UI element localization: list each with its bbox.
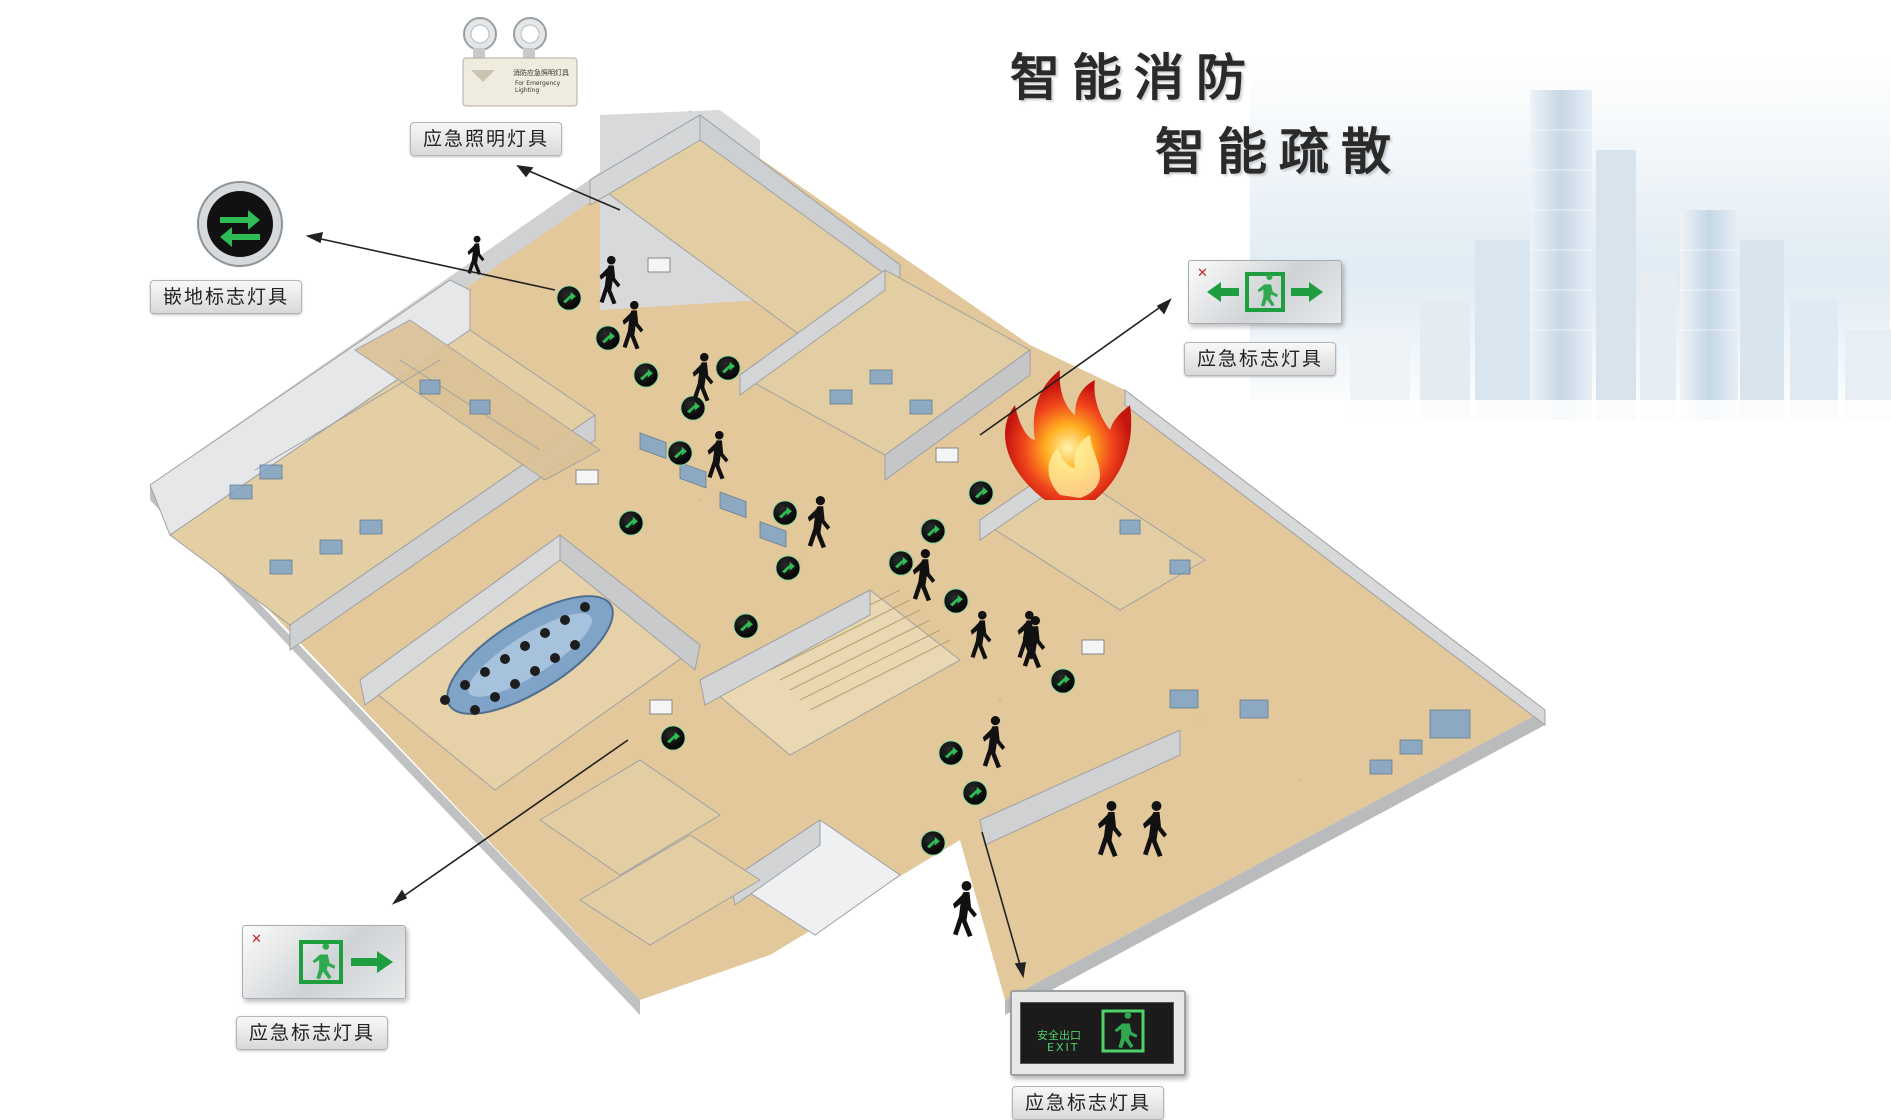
headline-line-1: 智能消防 (1010, 49, 1258, 107)
label-exit-sign-left: 应急标志灯具 (236, 1016, 389, 1050)
arrow-right-icon (1291, 282, 1323, 302)
running-man-exit-icon (1101, 1009, 1145, 1053)
brand-logo-icon: ✕ (251, 932, 262, 947)
city-skyline-backdrop (1250, 60, 1891, 440)
headline-line-2: 智能疏散 (1155, 123, 1403, 181)
workstations (229, 369, 1471, 775)
interior-walls (149, 114, 1546, 946)
lamp-plate-subtext: For Emergency Lighting (515, 80, 561, 94)
meeting-table (440, 595, 614, 715)
label-exit-box: 应急标志灯具 (1012, 1086, 1165, 1120)
fire-flame-icon (1005, 370, 1132, 500)
exit-sign-right-arrow: ✕ (242, 925, 406, 999)
running-man-exit-icon (1245, 272, 1285, 312)
arrow-right-icon (351, 951, 393, 973)
exit-box-display: 安全出口 EXIT (1020, 1002, 1174, 1064)
exit-box-sign: 安全出口 EXIT (1010, 990, 1186, 1076)
exit-sign-left-arrow: ✕ (1188, 260, 1342, 324)
direction-arrow-icon (197, 181, 283, 267)
wall-exit-signs (575, 257, 1105, 715)
emergency-lighting-fixture: 消防应急照明灯具 For Emergency Lighting (455, 10, 585, 110)
arrow-left-icon (1207, 282, 1239, 302)
lamp-plate-text: 消防应急照明灯具 (513, 69, 569, 77)
callout-leader-lines (305, 164, 1172, 979)
label-floor-sign: 嵌地标志灯具 (150, 280, 303, 314)
lamp-icon (462, 17, 578, 107)
floor-sign-fixture (196, 180, 284, 268)
exit-box-text-cn: 安全出口 (1037, 1029, 1081, 1042)
label-exit-sign-right: 应急标志灯具 (1184, 342, 1337, 376)
label-emergency-lighting: 应急照明灯具 (410, 122, 563, 156)
exit-box-text-en: EXIT (1047, 1041, 1080, 1054)
brand-logo-icon: ✕ (1197, 266, 1208, 281)
running-man-exit-icon (299, 940, 343, 984)
